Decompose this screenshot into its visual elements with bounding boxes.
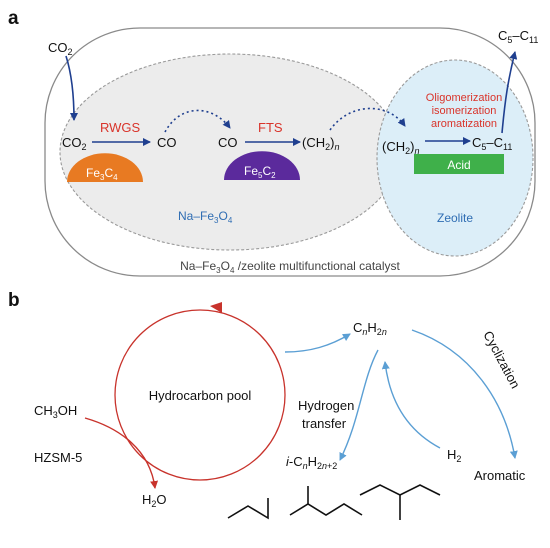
c5c11-out-label: C5–C11 (498, 28, 538, 45)
aromatization-label: aromatization (431, 118, 497, 130)
co-transfer-dotted-arrow (164, 109, 231, 133)
acid-box (414, 154, 504, 174)
catalyst-caption: Na–Fe3O4 /zeolite multifunctional cataly… (180, 259, 400, 275)
acid-label: Acid (447, 158, 470, 172)
panel-a-label: a (8, 8, 19, 29)
na-fe3o4-label: Na–Fe3O4 (178, 209, 233, 225)
oligomerization-label: Oligomerization (426, 92, 502, 104)
cyclization-arrow (411, 329, 518, 459)
water-label: H2O (142, 492, 167, 509)
ch2n-label-1: (CH2)n (302, 135, 339, 152)
hydrocarbon-pool-circle (114, 309, 286, 481)
hydrogen-label: Hydrogen (298, 398, 354, 413)
c5c11-outflow-arrow (501, 51, 518, 134)
olefin-label: CnH2n (353, 320, 387, 337)
methanol-to-water-arrow (84, 417, 159, 489)
rwgs-label: RWGS (100, 120, 141, 135)
hzsm5-label: HZSM-5 (34, 450, 82, 465)
ch2n-transfer-dotted-arrow (329, 107, 406, 131)
pool-to-olefin-arrow (284, 333, 351, 353)
isohexane-structure (289, 503, 363, 516)
fts-label: FTS (258, 120, 283, 135)
co-label-2: CO (218, 135, 238, 150)
isobutane-structure (227, 498, 269, 520)
fe3c4-dome (67, 153, 143, 182)
paraffin-label: i-CnH2n+2 (286, 454, 337, 471)
fe3c4-label: Fe3C4 (86, 166, 118, 182)
h2-label: H2 (447, 447, 461, 464)
hydrogen-transfer-loop-arrow (381, 361, 441, 449)
fe5c2-label: Fe5C2 (244, 164, 276, 180)
isomerization-label: isomerization (432, 105, 497, 117)
co2-inflow-arrow (65, 55, 78, 121)
fe5c2-dome (224, 151, 300, 180)
co-label-1: CO (157, 135, 177, 150)
methanol-label: CH3OH (34, 403, 77, 420)
cyclization-label: Cyclization (480, 328, 523, 391)
aromatic-label: Aromatic (474, 468, 526, 483)
hydrocarbon-pool-label: Hydrocarbon pool (149, 388, 252, 403)
panel-b-label: b (8, 290, 20, 311)
co2-top-label: CO2 (48, 40, 73, 57)
hydrogen-transfer-down-arrow (339, 349, 379, 461)
co2-start-label: CO2 (62, 135, 87, 152)
transfer-label: transfer (302, 416, 347, 431)
ch2n-label-2: (CH2)n (382, 139, 419, 156)
zeolite-label: Zeolite (437, 211, 473, 225)
pool-cycle-arrowhead (210, 302, 222, 313)
isoheptane-structure (359, 484, 441, 496)
